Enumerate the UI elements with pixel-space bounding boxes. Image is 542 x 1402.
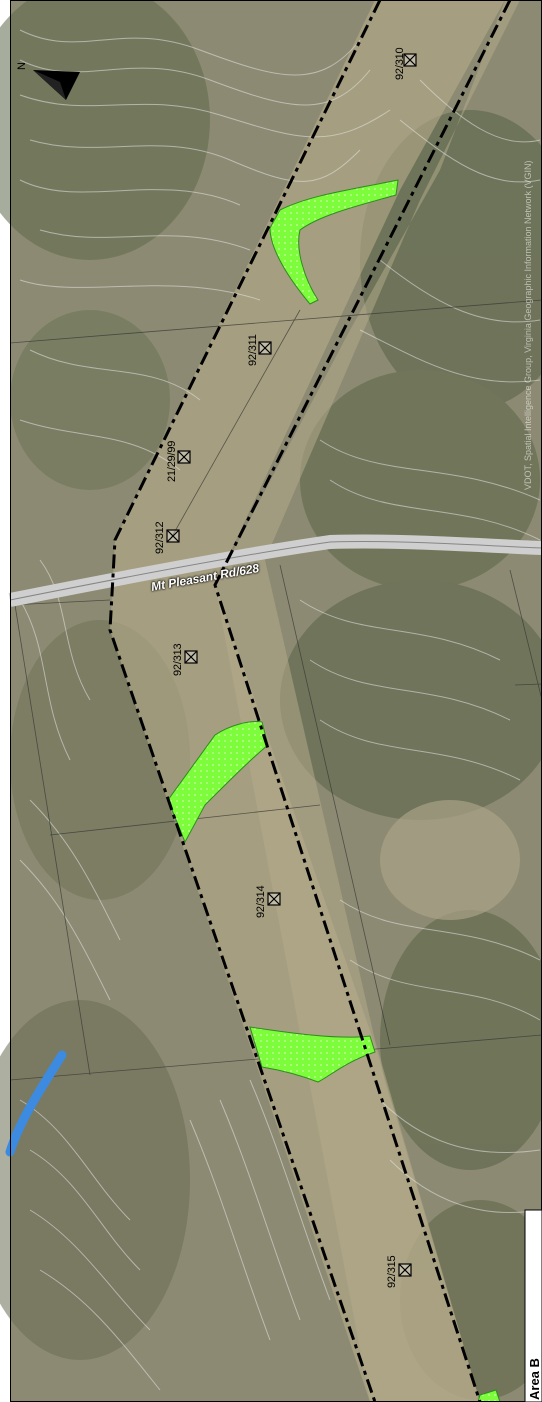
wetland-polygon	[477, 1389, 501, 1402]
map-credit: VDOT, Spatial Intelligence Group, Virgin…	[523, 160, 533, 490]
wetland-polygon	[269, 179, 399, 305]
stream	[5, 1050, 67, 1157]
corridor-boundary	[108, 0, 512, 1402]
parcel-label: 92/314	[255, 885, 267, 918]
area-title: Area B	[527, 1358, 542, 1400]
parcel-label: 21/29/99	[166, 440, 178, 482]
parcel-label: 92/311	[247, 334, 259, 366]
parcel-marker-92-312	[166, 529, 180, 543]
north-label: N	[16, 62, 28, 70]
parcel-marker-92-311	[258, 341, 272, 355]
wetland-polygon	[249, 1026, 376, 1083]
cleared-corridor-main	[110, 0, 505, 1402]
parcel-marker-92-310	[403, 53, 417, 67]
parcel-marker-92-315	[398, 1263, 412, 1277]
wetland-polygon	[167, 721, 269, 844]
contour-lines	[19, 29, 541, 1391]
parcel-marker-92-314	[267, 892, 281, 906]
parcel-markers	[166, 53, 417, 1277]
parcel-marker-92-313	[184, 650, 198, 664]
parcel-label: 92/313	[172, 643, 184, 676]
parcel-label: 92/312	[154, 521, 166, 554]
parcel-label: 92/315	[386, 1255, 398, 1288]
clearing	[380, 800, 520, 920]
parcel-label: 92/310	[394, 47, 406, 80]
parcel-marker-21-29-99	[177, 450, 191, 464]
title-box	[524, 1209, 542, 1402]
